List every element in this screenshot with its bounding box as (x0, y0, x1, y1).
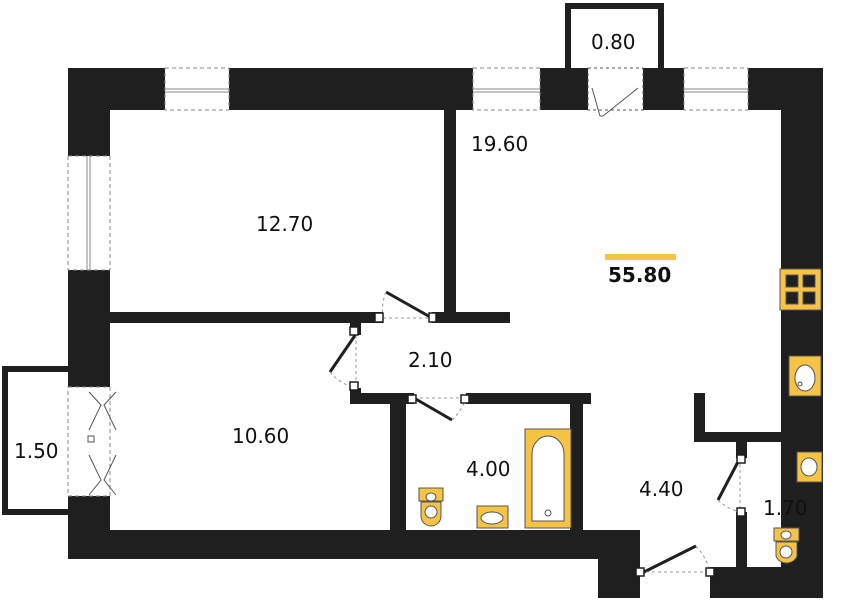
loggia-left (2, 366, 68, 515)
balcony-top (565, 3, 664, 68)
stove-icon (779, 268, 822, 311)
total-area-accent-bar (605, 254, 676, 260)
bath-toilet-icon (418, 487, 444, 527)
kitchen-sink-icon (788, 355, 822, 397)
room-area-loggia: 1.50 (14, 439, 59, 463)
bathtub-icon (524, 428, 572, 529)
loggia-door (87, 391, 117, 496)
room-area-corridor: 4.40 (639, 477, 684, 501)
room-area-bathroom: 4.00 (466, 457, 511, 481)
room-area-living-kitchen: 19.60 (471, 132, 529, 156)
balcony-door (587, 67, 644, 117)
door-hinges (349, 312, 746, 577)
room-area-hallway: 2.10 (408, 348, 453, 372)
room-area-bedroom-1: 12.70 (256, 212, 314, 236)
total-area: 55.80 (608, 263, 672, 287)
wc-toilet-icon (773, 527, 800, 564)
windows (67, 67, 749, 497)
room-area-wc: 1.70 (763, 496, 808, 520)
doors (328, 290, 742, 576)
bath-sink-icon (476, 505, 509, 529)
room-area-bedroom-2: 10.60 (232, 424, 290, 448)
walls (68, 68, 823, 598)
room-area-balcony: 0.80 (591, 30, 636, 54)
wc-sink-icon (796, 451, 823, 483)
